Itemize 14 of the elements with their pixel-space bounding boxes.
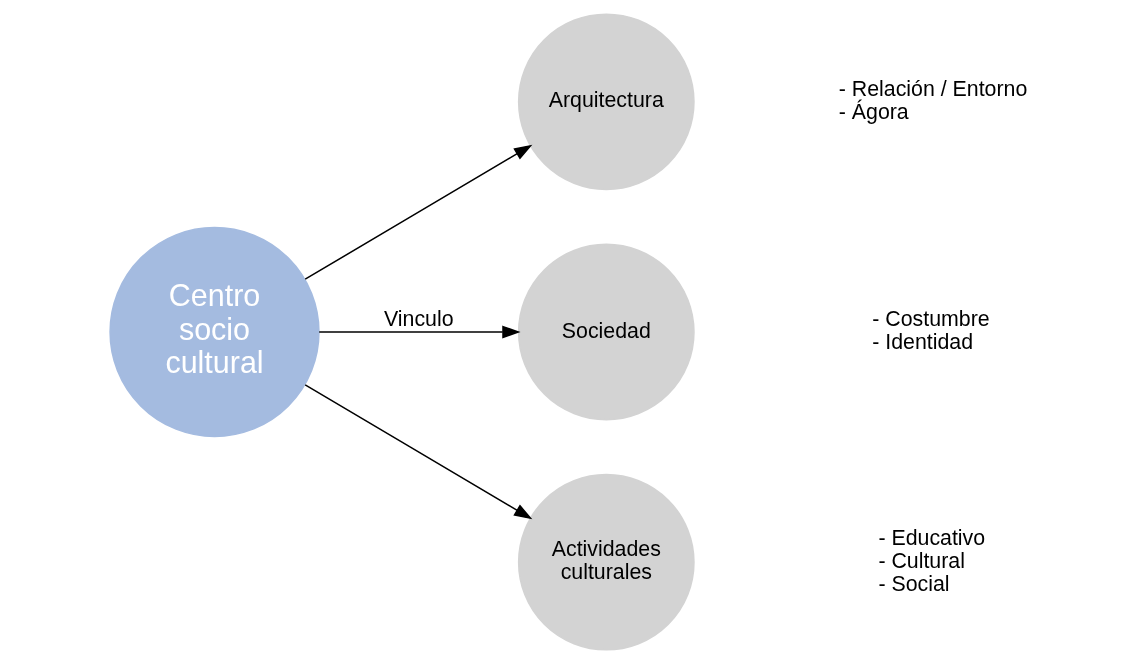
node-label: - Costumbre	[871, 307, 990, 332]
node-circle: Centro socio cultural	[108, 226, 320, 438]
arrow	[303, 144, 532, 280]
node-circle: Arquitectura	[517, 13, 695, 191]
node-label: - Cultural	[877, 548, 965, 573]
edge-label: Vinculo	[383, 307, 454, 332]
arrow	[317, 325, 521, 339]
node-circle: Sociedad	[517, 243, 695, 421]
node-circle: Actividades culturales	[517, 473, 695, 651]
node-label: - Social	[877, 571, 950, 596]
arrow	[303, 384, 532, 520]
node-label: - Ágora	[838, 99, 909, 124]
node-label: - Identidad	[871, 330, 973, 355]
node-label: - Educativo	[877, 525, 985, 550]
